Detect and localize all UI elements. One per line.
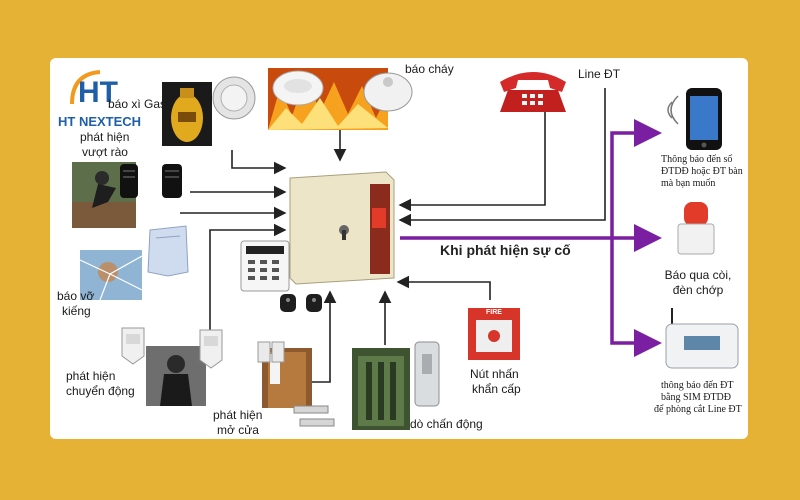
motion-intruder-image bbox=[146, 346, 206, 406]
vibration-sensor-image bbox=[412, 340, 442, 408]
label-notify-phone-1: Thông báo đến số bbox=[661, 154, 733, 165]
fence-sensor-right-image bbox=[160, 162, 184, 200]
label-motion-2: chuyển động bbox=[66, 384, 135, 398]
label-panic-1: Nút nhấn bbox=[470, 367, 519, 381]
fence-sensor-left-image bbox=[118, 162, 140, 200]
label-line-phone: Line ĐT bbox=[578, 67, 621, 81]
siren-strobe-image bbox=[676, 200, 716, 256]
label-sim-1: thông báo đến ĐT bbox=[661, 380, 734, 391]
label-glass-2: kiếng bbox=[62, 304, 91, 318]
heat-detector-image bbox=[362, 68, 414, 114]
label-door-2: mở cửa bbox=[217, 423, 259, 437]
remote-key-fobs-image bbox=[278, 290, 330, 316]
magnetic-contacts-image bbox=[292, 402, 336, 432]
label-siren-1: Báo qua còi, bbox=[664, 268, 732, 282]
panic-box-text: FIRE bbox=[486, 309, 502, 316]
keypad-image bbox=[240, 240, 290, 292]
logo-letters: HT bbox=[78, 76, 118, 109]
label-notify-phone-3: mà bạn muốn bbox=[661, 178, 716, 189]
motion-sensor-left-image bbox=[120, 326, 146, 366]
label-notify-phone-2: ĐTDĐ hoặc ĐT bàn bbox=[661, 166, 743, 177]
label-gas: báo xì Gas bbox=[108, 97, 167, 111]
label-sim-3: để phòng cắt Line ĐT bbox=[654, 404, 742, 415]
label-door-1: phát hiện bbox=[213, 408, 263, 422]
gsm-module-image bbox=[656, 306, 740, 370]
smoke-detector-image bbox=[272, 68, 324, 108]
label-motion-1: phát hiện bbox=[66, 369, 116, 383]
glass-break-sensor-image bbox=[146, 224, 190, 278]
wireless-signal-icon bbox=[658, 90, 682, 130]
desk-phone-image bbox=[494, 62, 572, 114]
door-contact-sensor-image bbox=[256, 340, 286, 364]
label-fire: báo cháy bbox=[405, 62, 454, 76]
label-fence-1: phát hiện bbox=[80, 130, 130, 144]
brand-name: HT NEXTECH bbox=[58, 114, 142, 129]
smartphone-image bbox=[684, 86, 724, 152]
label-vibration: dò chấn động bbox=[410, 417, 483, 431]
label-sim-2: bằng SIM ĐTDĐ bbox=[661, 392, 731, 403]
label-siren-2: đèn chớp bbox=[672, 283, 724, 297]
broken-glass-image bbox=[79, 250, 143, 301]
label-glass-1: báo vỡ bbox=[57, 289, 95, 303]
gas-cylinder-image bbox=[162, 82, 212, 146]
alarm-control-panel-image bbox=[286, 168, 398, 286]
motion-sensor-right-image bbox=[198, 328, 224, 370]
gas-detector-image bbox=[210, 74, 258, 122]
label-fence-2: vượt rào bbox=[82, 145, 128, 159]
label-panic-2: khẩn cấp bbox=[472, 382, 521, 396]
fence-intruder-image bbox=[72, 162, 136, 228]
label-incident: Khi phát hiện sự cố bbox=[440, 242, 571, 258]
panic-button-image: FIRE bbox=[466, 306, 522, 362]
vault-image bbox=[352, 348, 410, 430]
brand-logo: HT bbox=[62, 66, 154, 128]
